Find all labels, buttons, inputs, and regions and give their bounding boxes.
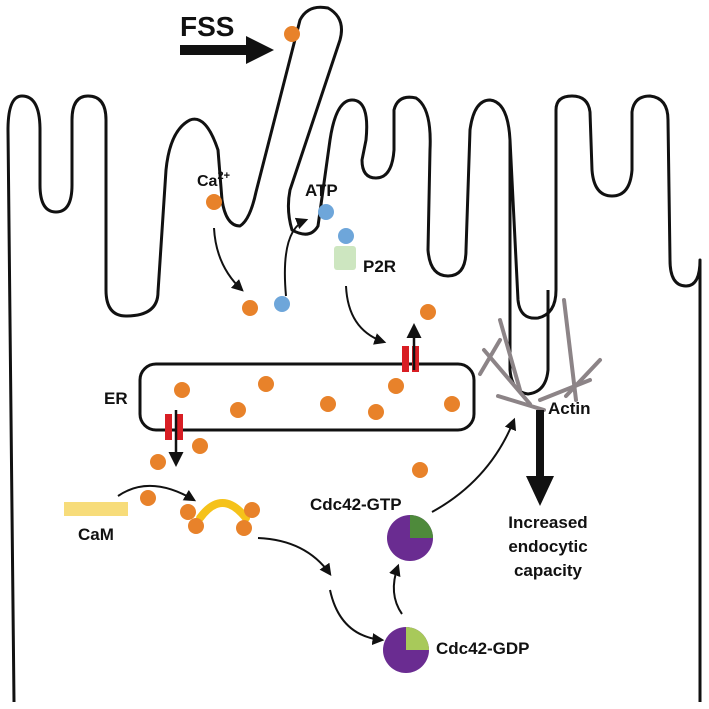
cdc42-gdp-label: Cdc42-GDP [436,639,530,658]
calcium-ion [242,300,258,316]
actin-filaments [478,298,602,412]
ca-label: Ca2+ [197,170,230,190]
outcome-line2: endocytic [508,537,587,556]
p2r-label: P2R [363,257,396,276]
calcium-ion [244,502,260,518]
atp-molecule [274,296,290,312]
atp-molecule [338,228,354,244]
cdc42-gdp-icon [383,627,429,673]
atp-molecule [318,204,334,220]
calmodulin-bound [196,499,250,522]
calcium-ion [412,462,428,478]
calcium-ion [188,518,204,534]
cdc42-gtp-icon [387,515,433,561]
calcium-ion [258,376,274,392]
microvillus-inner [508,140,550,396]
calcium-ion [180,504,196,520]
outcome-line3: capacity [514,561,583,580]
calcium-ion [320,396,336,412]
atp-label: ATP [305,181,338,200]
calcium-ion [284,26,300,42]
calcium-ion [388,378,404,394]
calcium-ion [174,382,190,398]
er-organelle [138,362,476,432]
er-label: ER [104,389,128,408]
calmodulin [64,502,128,516]
outcome-arrow [526,410,554,506]
calcium-ion [444,396,460,412]
actin-label: Actin [548,399,591,418]
er-channel-top [402,346,419,372]
cdc42-gtp-label: Cdc42-GTP [310,495,402,514]
cell-membrane [6,5,702,703]
calcium-ion [230,402,246,418]
fss-arrow [180,36,274,64]
calcium-ion [192,438,208,454]
calcium-ion [420,304,436,320]
fss-label: FSS [180,11,234,42]
calcium-ion [236,520,252,536]
cam-label: CaM [78,525,114,544]
calcium-ion [368,404,384,420]
calcium-ion [140,490,156,506]
outcome-line1: Increased [508,513,587,532]
er-channel-bottom [165,414,183,440]
calcium-ion [150,454,166,470]
flow-arrows [117,217,517,646]
calcium-ion [206,194,222,210]
atp-molecules [274,204,354,312]
p2r-receptor [334,246,356,270]
calcium-ions [140,26,460,536]
